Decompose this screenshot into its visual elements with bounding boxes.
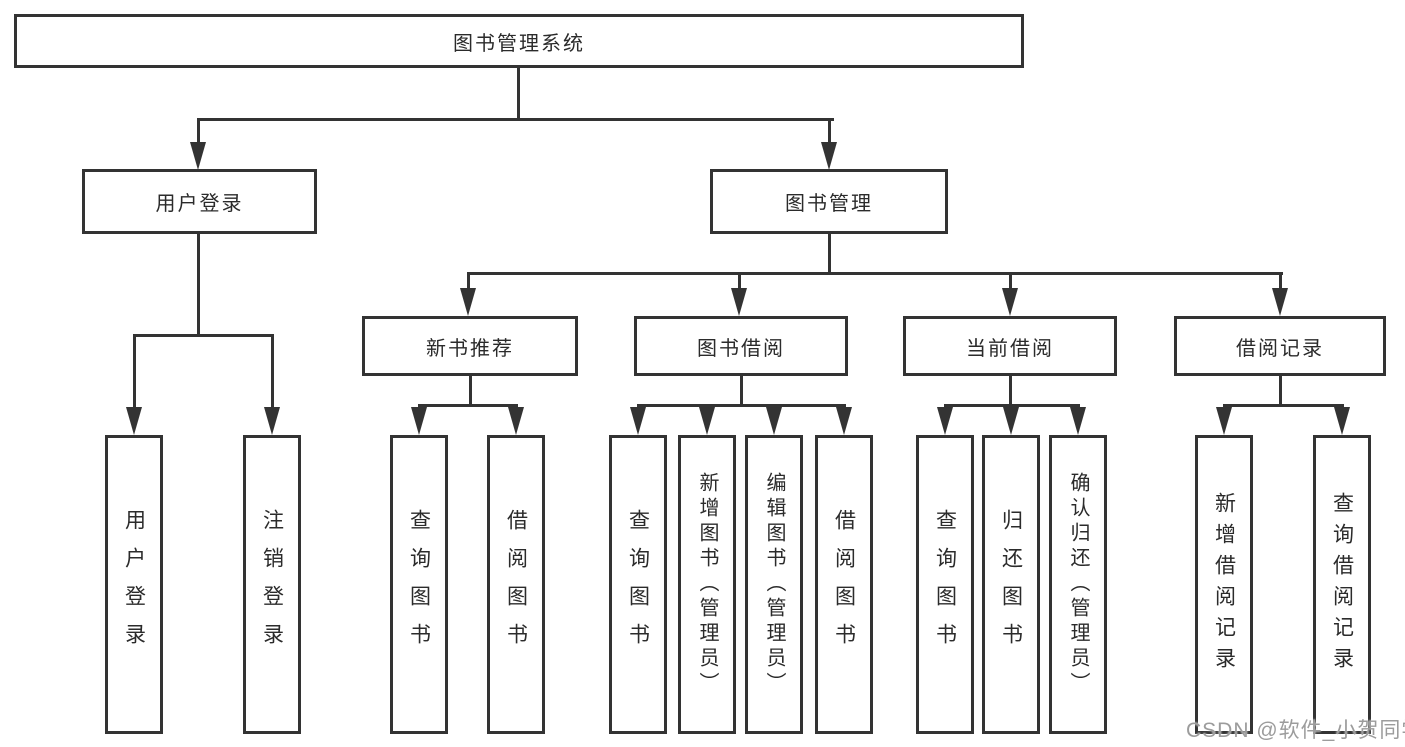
leaf-add-book-admin: 新增图书（管理员） [678,435,736,734]
connector-bookborrow-bar [637,404,846,407]
leaf-return-book: 归还图书 [982,435,1040,734]
node-borrow-record: 借阅记录 [1174,316,1386,376]
arrowhead-icon [190,142,206,170]
leaf-logout-login: 注销登录 [243,435,301,734]
connector-drop-new-book [467,272,470,292]
leaf-query-book-current: 查询图书 [916,435,974,734]
leaf-borrow-book-recommend: 借阅图书 [487,435,545,734]
node-user-login: 用户登录 [82,169,317,234]
leaf-confirm-return-admin: 确认归还（管理员） [1049,435,1107,734]
connector-drop-current-borrow [1009,272,1012,292]
connector-bookmgmt-bar [467,272,1283,275]
leaf-user-login: 用户登录 [105,435,163,734]
arrowhead-icon [766,407,782,435]
arrowhead-icon [731,288,747,316]
arrowhead-icon [937,407,953,435]
arrowhead-icon [1216,407,1232,435]
connector-currentborrow-stem [1009,376,1012,407]
arrowhead-icon [508,407,524,435]
connector-drop-borrow-record [1279,272,1282,292]
connector-drop-user-login [197,118,200,146]
arrowhead-icon [264,407,280,435]
arrowhead-icon [460,288,476,316]
leaf-query-book-recommend: 查询图书 [390,435,448,734]
node-book-management: 图书管理 [710,169,948,234]
arrowhead-icon [1070,407,1086,435]
node-book-borrow: 图书借阅 [634,316,848,376]
leaf-query-borrow-record: 查询借阅记录 [1313,435,1371,734]
arrowhead-icon [1003,407,1019,435]
connector-userlogin-stem [197,234,200,337]
node-new-book-recommend: 新书推荐 [362,316,578,376]
connector-root-bar [197,118,834,121]
arrowhead-icon [699,407,715,435]
leaf-borrow-book: 借阅图书 [815,435,873,734]
leaf-edit-book-admin: 编辑图书（管理员） [745,435,803,734]
arrowhead-icon [630,407,646,435]
connector-borrowrecord-stem [1279,376,1282,407]
connector-drop-leaf-user-login [133,334,136,410]
arrowhead-icon [1272,288,1288,316]
connector-drop-book-mgmt [828,118,831,146]
watermark: CSDN @软件_小贺同学 [1186,719,1405,742]
connector-userlogin-bar [133,334,274,337]
connector-newbook-stem [469,376,472,407]
connector-bookborrow-stem [740,376,743,407]
arrowhead-icon [126,407,142,435]
connector-drop-book-borrow [738,272,741,292]
leaf-query-book-borrow: 查询图书 [609,435,667,734]
node-current-borrow: 当前借阅 [903,316,1117,376]
connector-newbook-bar [418,404,518,407]
node-library-system: 图书管理系统 [14,14,1024,68]
connector-bookmgmt-stem [828,234,831,275]
connector-root-stem [517,68,520,120]
arrowhead-icon [411,407,427,435]
arrowhead-icon [1002,288,1018,316]
arrowhead-icon [821,142,837,170]
leaf-add-borrow-record: 新增借阅记录 [1195,435,1253,734]
arrowhead-icon [1334,407,1350,435]
connector-drop-leaf-logout [271,334,274,410]
connector-currentborrow-bar [944,404,1080,407]
arrowhead-icon [836,407,852,435]
connector-borrowrecord-bar [1223,404,1344,407]
